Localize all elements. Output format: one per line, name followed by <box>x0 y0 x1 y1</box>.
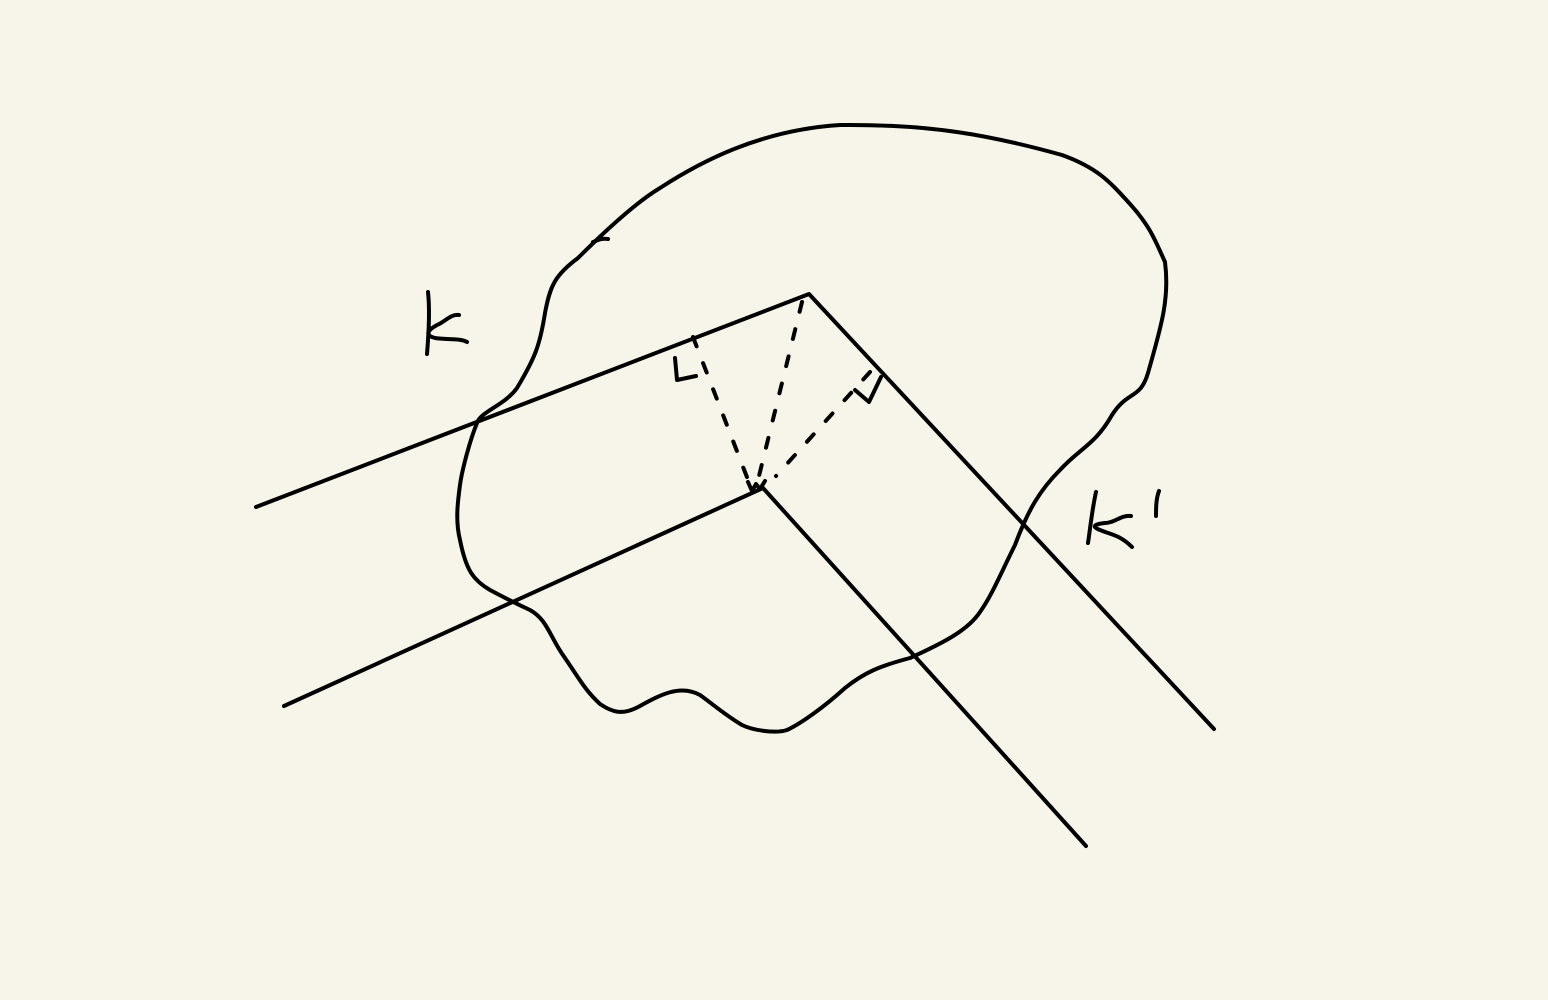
stray-stroke <box>591 236 610 244</box>
dashed-line-left <box>691 335 752 487</box>
dashed-line-middle <box>756 300 804 482</box>
right-angle-mark-left <box>673 356 698 382</box>
blob-boundary <box>455 122 1169 734</box>
cone-k-prime-edges <box>282 486 1088 848</box>
label-k-glyph <box>425 290 469 356</box>
vertex-squiggle <box>746 479 767 493</box>
label-k-prime-glyph <box>1086 489 1161 549</box>
right-angle-mark-right <box>853 375 883 404</box>
cone-k-edges <box>254 292 1216 731</box>
dashed-line-right <box>774 370 872 478</box>
